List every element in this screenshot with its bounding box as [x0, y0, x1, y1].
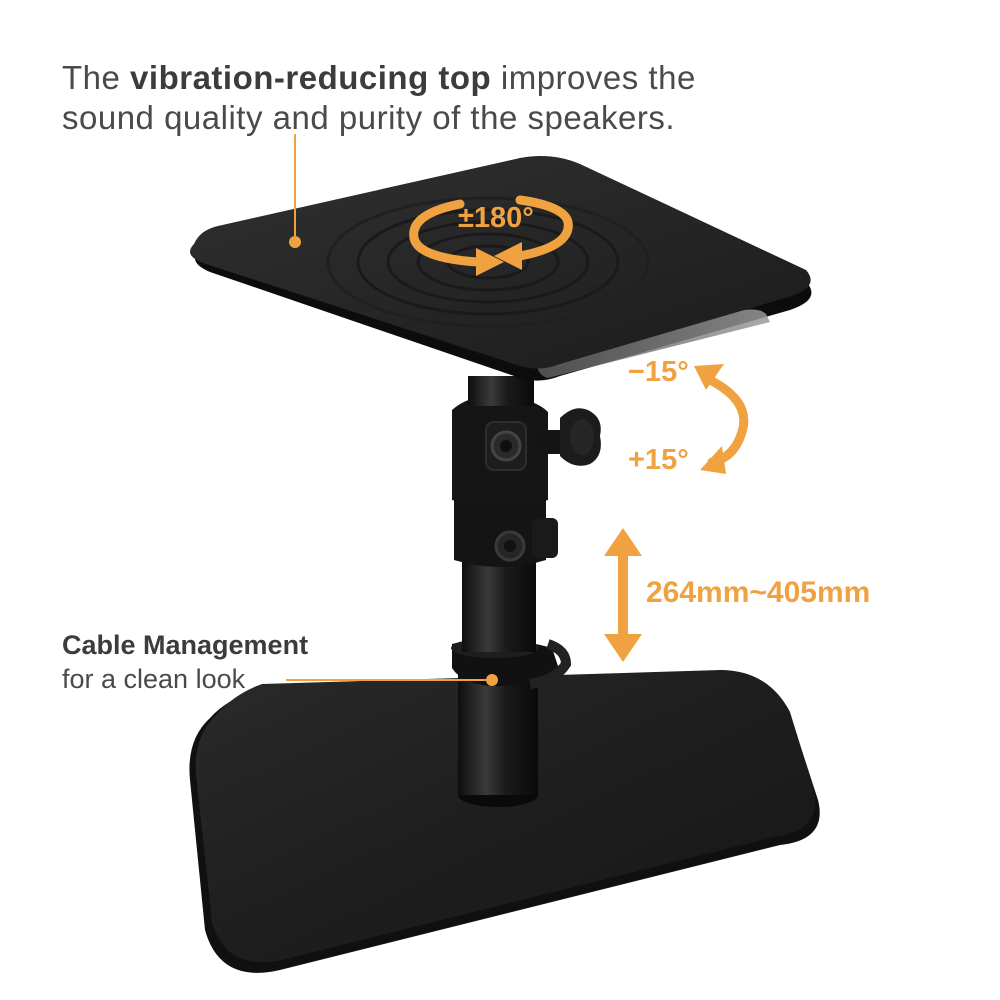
tilt-arrow-icon [694, 364, 749, 474]
headline-emphasis: vibration-reducing top [130, 59, 492, 96]
tilt-positive-label: +15° [628, 444, 689, 476]
upper-pole [468, 376, 534, 406]
cable-subtitle: for a clean look [62, 664, 246, 694]
height-range-label: 264mm~405mm [646, 576, 871, 609]
cable-leader [286, 674, 498, 686]
base-plate [189, 670, 820, 973]
cable-management-callout: Cable Management for a clean look [62, 628, 308, 696]
damping-rings [326, 196, 650, 328]
headline-prefix: The [62, 59, 131, 96]
headline: The vibration-reducing top improves the … [62, 58, 782, 138]
rotation-arrows-icon [409, 195, 573, 267]
tilt-negative-label: −15° [628, 356, 689, 388]
tilt-knob [540, 408, 601, 466]
height-lock-collar [454, 498, 558, 567]
top-plate [190, 156, 812, 381]
rotation-label: ±180° [458, 202, 534, 234]
headline-suffix: improves the sound quality and purity of… [62, 59, 696, 136]
tilt-joint [452, 395, 548, 507]
cable-title: Cable Management [62, 630, 309, 660]
rotation-arrowheads [476, 242, 522, 276]
height-arrow-icon [604, 528, 642, 662]
headline-leader [289, 134, 301, 248]
